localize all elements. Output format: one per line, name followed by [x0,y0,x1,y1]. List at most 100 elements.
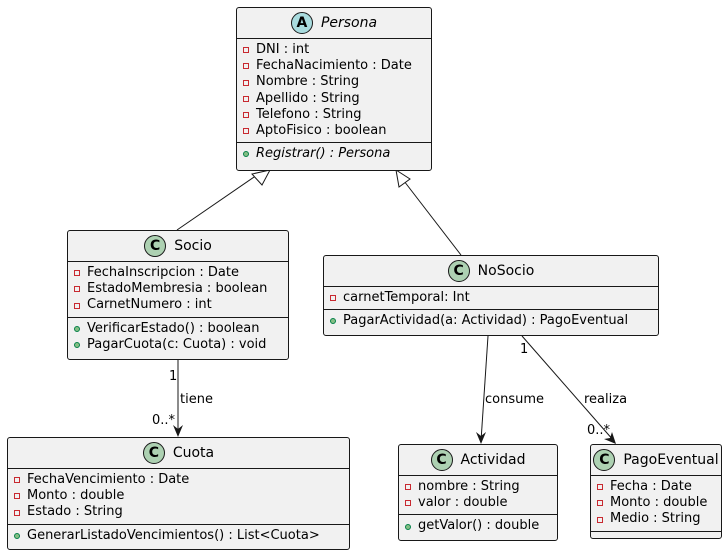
attributes-section: carnetTemporal: Int [324,287,658,311]
multiplicity-socio-source: 1 [169,369,177,384]
attribute: CarnetNumero : int [74,297,282,313]
attribute: Monto : double [14,488,343,504]
private-visibility-icon [74,286,80,293]
class-header: C Actividad [399,445,557,476]
attribute: nombre : String [405,479,551,495]
private-visibility-icon [330,295,336,302]
attribute: Fecha : Date [597,479,715,495]
public-visibility-icon [14,532,20,539]
method: getValor() : double [405,518,551,534]
attribute: EstadoMembresia : boolean [74,281,282,297]
inheritance-arrowhead-nosocio [395,168,411,188]
class-icon: C [447,260,470,282]
relation-label-tiene: tiene [180,392,213,407]
attributes-section: Fecha : Date Monto : double Medio : Stri… [591,476,721,532]
class-icon: C [144,235,167,257]
class-name: PagoEventual [623,452,719,468]
relation-label-consume: consume [485,392,544,407]
methods-section: VerificarEstado() : boolean PagarCuota(c… [68,318,288,356]
class-name: Cuota [172,445,215,461]
methods-section: GenerarListadoVencimientos() : List<Cuot… [8,525,349,547]
class-header: A Persona [237,8,431,39]
method: Registrar() : Persona [243,146,425,162]
class-persona[interactable]: A Persona DNI : int FechaNacimiento : Da… [236,7,432,171]
attribute: Estado : String [14,504,343,520]
public-visibility-icon [243,151,249,158]
multiplicity-cuota-target: 0..* [152,413,176,428]
private-visibility-icon [74,270,80,277]
class-name: NoSocio [477,263,535,279]
attribute: Telefono : String [243,107,425,123]
arrowhead-cuota [173,425,183,437]
method: GenerarListadoVencimientos() : List<Cuot… [14,528,343,544]
inheritance-arrowhead-socio [251,169,271,186]
abstract-class-icon: A [290,12,313,34]
class-socio[interactable]: C Socio FechaInscripcion : Date EstadoMe… [67,230,289,360]
private-visibility-icon [243,63,249,70]
public-visibility-icon [74,325,80,332]
class-name: Actividad [460,452,526,468]
class-icon: C [142,442,165,464]
methods-section: getValor() : double [399,515,557,537]
class-cuota[interactable]: C Cuota FechaVencimiento : Date Monto : … [7,437,350,550]
private-visibility-icon [14,493,20,500]
attribute: FechaInscripcion : Date [74,265,282,281]
private-visibility-icon [243,128,249,135]
attribute: FechaVencimiento : Date [14,472,343,488]
class-header: C NoSocio [324,256,658,287]
class-header: C PagoEventual [591,445,721,476]
class-header: C Cuota [8,438,349,469]
private-visibility-icon [74,302,80,309]
multiplicity-pagoeventual-target: 0..* [587,423,611,438]
attribute: DNI : int [243,42,425,58]
attributes-section: FechaInscripcion : Date EstadoMembresia … [68,262,288,318]
private-visibility-icon [243,47,249,54]
private-visibility-icon [14,477,20,484]
attribute: AptoFisico : boolean [243,123,425,139]
generalization-nosocio-persona [403,180,462,256]
private-visibility-icon [597,484,603,491]
public-visibility-icon [405,523,411,530]
class-icon: C [430,449,453,471]
attribute: FechaNacimiento : Date [243,58,425,74]
relation-label-realiza: realiza [584,392,627,407]
private-visibility-icon [597,516,603,523]
class-name: Socio [174,238,212,254]
class-actividad[interactable]: C Actividad nombre : String valor : doub… [398,444,558,541]
class-name: Persona [320,15,378,31]
methods-section: PagarActividad(a: Actividad) : PagoEvent… [324,310,658,332]
multiplicity-nosocio-source: 1 [520,342,528,357]
methods-section: Registrar() : Persona [237,143,431,165]
public-visibility-icon [74,341,80,348]
attributes-section: FechaVencimiento : Date Monto : double E… [8,469,349,525]
private-visibility-icon [405,500,411,507]
attribute: carnetTemporal: Int [330,290,652,306]
attribute: Medio : String [597,511,715,527]
private-visibility-icon [597,500,603,507]
attributes-section: nombre : String valor : double [399,476,557,516]
attribute: Nombre : String [243,74,425,90]
attribute: valor : double [405,495,551,511]
arrowhead-actividad [476,432,486,444]
public-visibility-icon [330,318,336,325]
private-visibility-icon [14,509,20,516]
arrowhead-pagoeventual [604,432,616,444]
private-visibility-icon [243,95,249,102]
method: PagarCuota(c: Cuota) : void [74,337,282,353]
method: VerificarEstado() : boolean [74,321,282,337]
method: PagarActividad(a: Actividad) : PagoEvent… [330,313,652,329]
methods-section [591,532,721,540]
association-realiza [521,335,615,442]
class-nosocio[interactable]: C NoSocio carnetTemporal: Int PagarActiv… [323,255,659,336]
generalization-socio-persona [176,174,258,231]
private-visibility-icon [243,111,249,118]
attribute: Apellido : String [243,91,425,107]
private-visibility-icon [243,79,249,86]
private-visibility-icon [405,484,411,491]
class-header: C Socio [68,231,288,262]
class-pagoeventual[interactable]: C PagoEventual Fecha : Date Monto : doub… [590,444,722,539]
attribute: Monto : double [597,495,715,511]
association-consume [480,335,489,442]
class-icon: C [593,449,616,471]
